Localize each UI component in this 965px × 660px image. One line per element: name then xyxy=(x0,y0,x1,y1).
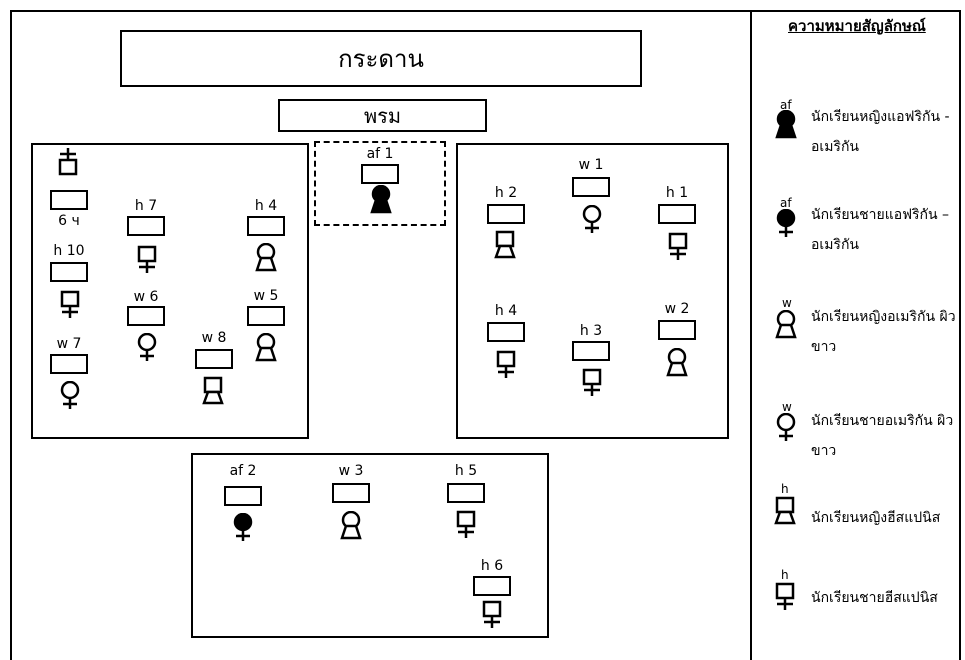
desk-c6 xyxy=(50,190,88,210)
legend-title: ความหมายสัญลักษณ์ xyxy=(788,17,926,35)
seat-label-w2: w 2 xyxy=(664,301,690,317)
seat-label-w6: w 6 xyxy=(133,289,159,305)
seat-label-w7: w 7 xyxy=(56,336,82,352)
desk-h5 xyxy=(447,483,485,503)
desk-w6 xyxy=(127,306,165,326)
board-label: กระดาน xyxy=(338,45,424,73)
legend-text: นักเรียนหญิงแอฟริกัน - อเมริกัน xyxy=(811,109,950,155)
seat-label-af1: af 1 xyxy=(366,146,394,162)
seat-label-h5: h 5 xyxy=(454,463,478,479)
desk-h6 xyxy=(473,576,511,596)
legend-text: นักเรียนหญิงอเมริกัน ผิวขาว xyxy=(811,309,956,355)
seat-label-h7: h 7 xyxy=(134,198,158,214)
female-icon xyxy=(582,205,602,235)
female-icon xyxy=(775,310,797,339)
seat-label-w1: w 1 xyxy=(578,157,604,173)
ghost-icon xyxy=(666,348,688,377)
seat-label-w3: w 3 xyxy=(338,463,364,479)
legend-text: นักเรียนหญิงฮีสแปนิส xyxy=(811,510,941,526)
ghost-icon xyxy=(255,333,277,362)
square-male-icon xyxy=(668,232,688,262)
desk-w3 xyxy=(332,483,370,503)
desk-af1 xyxy=(361,164,399,184)
desk-h10 xyxy=(50,262,88,282)
legend-code: h xyxy=(781,568,789,582)
legend-code: w xyxy=(782,400,792,414)
square-male-icon xyxy=(482,600,502,630)
carpet-label: พรม xyxy=(363,103,402,128)
seat-label-h4b: h 4 xyxy=(494,303,518,319)
seat-label-w5: w 5 xyxy=(253,288,279,304)
desk-af2 xyxy=(224,486,262,506)
classroom-frame xyxy=(10,10,961,660)
seat-label-af2: af 2 xyxy=(229,463,257,479)
legend-text: นักเรียนชายอเมริกัน ผิวขาว xyxy=(811,413,954,459)
desk-h1 xyxy=(658,204,696,224)
filled-male-icon xyxy=(776,209,796,239)
legend-code: w xyxy=(782,296,792,310)
ghost-icon xyxy=(340,511,362,540)
filled-female-icon xyxy=(370,185,392,214)
seat-label-h3: h 3 xyxy=(579,323,603,339)
legend-text: นักเรียนชายแอฟริกัน – อเมริกัน xyxy=(811,207,950,253)
square-male-icon xyxy=(137,245,157,275)
desk-w5 xyxy=(247,306,285,326)
ghost-icon xyxy=(255,243,277,272)
male-icon xyxy=(776,413,796,443)
square-female-icon xyxy=(202,376,224,405)
desk-w7 xyxy=(50,354,88,374)
square-female-icon xyxy=(774,496,796,525)
square-male-icon xyxy=(456,510,476,540)
seat-label-w8: w 8 xyxy=(201,330,227,346)
seat-label-c6: 6 ч xyxy=(58,213,80,229)
seat-label-h1: h 1 xyxy=(665,185,689,201)
seat-label-h10: h 10 xyxy=(53,243,85,259)
seat-label-h2: h 2 xyxy=(494,185,518,201)
female-icon xyxy=(137,333,157,363)
desk-h4b xyxy=(487,322,525,342)
desk-w1 xyxy=(572,177,610,197)
square-male-icon xyxy=(775,582,795,612)
board: กระดาน xyxy=(120,30,642,87)
square-male-icon xyxy=(496,350,516,380)
cross-seat-icon xyxy=(58,148,78,176)
carpet: พรม xyxy=(278,99,487,132)
seat-label-h4a: h 4 xyxy=(254,198,278,214)
filled-male-icon xyxy=(233,513,253,543)
female-icon xyxy=(60,381,80,411)
legend-code: h xyxy=(781,482,789,496)
legend-code: af xyxy=(780,196,792,210)
legend-code: af xyxy=(780,98,792,112)
desk-w2 xyxy=(658,320,696,340)
desk-h3 xyxy=(572,341,610,361)
square-male-icon xyxy=(582,368,602,398)
desk-h7 xyxy=(127,216,165,236)
legend-divider xyxy=(750,10,752,660)
desk-h2 xyxy=(487,204,525,224)
desk-h4a xyxy=(247,216,285,236)
desk-w8 xyxy=(195,349,233,369)
filled-female-icon xyxy=(775,110,797,139)
square-male-icon xyxy=(60,290,80,320)
square-female-icon xyxy=(494,230,516,259)
seat-label-h6: h 6 xyxy=(480,558,504,574)
legend-text: นักเรียนชายฮีสแปนิส xyxy=(811,590,938,606)
